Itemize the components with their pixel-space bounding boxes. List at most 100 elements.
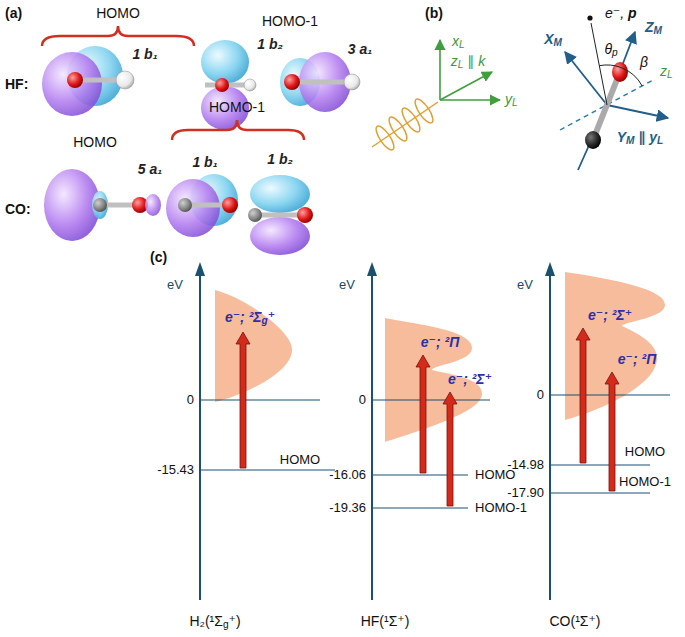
lab-axis-label-part: y	[505, 91, 512, 107]
lab-axis-label-part: z	[451, 53, 458, 69]
molecular-axis-label-part: M	[626, 135, 634, 146]
co-1b1-orbital	[166, 179, 220, 237]
target-label-part: HF(¹Σ⁺)	[361, 613, 410, 629]
orbital-group-label: HOMO-1	[262, 14, 318, 29]
h2-energy-diagram	[200, 469, 335, 470]
orbital-label-part: 1 b₁	[132, 46, 157, 62]
molecule	[612, 62, 628, 82]
state-label: e⁻; ²Π	[618, 352, 656, 367]
energy-value-part: -19.36	[329, 500, 366, 515]
co-energy-diagram	[576, 328, 590, 463]
lab-frame	[440, 99, 500, 101]
hf-energy-diagram	[372, 507, 468, 508]
laser-pulse	[372, 102, 438, 147]
hf-3a1-orbital	[292, 80, 352, 85]
angle-label-part: θ	[604, 41, 612, 57]
orbital-label: 5 a₁	[138, 162, 162, 177]
molecular-axis-label-part: X	[544, 31, 553, 47]
molecular-frame	[607, 105, 668, 118]
co-energy-diagram	[550, 464, 650, 465]
level-label-part: HOMO-1	[475, 500, 527, 515]
orbital-label: 1 b₂	[267, 152, 293, 167]
orbital-group-label-part: HOMO	[96, 5, 140, 21]
orbital-label: 3 a₁	[348, 42, 372, 57]
energy-value: 0	[359, 393, 366, 407]
hf-1b1-orbital	[116, 71, 134, 89]
h2-energy-diagram	[195, 262, 335, 600]
state-label-part: e⁻; ²Σ	[225, 309, 262, 325]
axis-unit-part: eV	[167, 277, 183, 292]
axis-unit: eV	[167, 278, 183, 292]
hf-1b2-orbital	[244, 79, 256, 91]
state-label: e⁻; ²Σ⁺	[588, 308, 632, 323]
photoelectron	[587, 15, 607, 105]
co-5a1-orbital	[44, 169, 100, 241]
energy-value-part: 0	[359, 392, 366, 407]
electron-label: e⁻, p	[605, 6, 637, 21]
molecular-axis-label: XM	[544, 32, 562, 49]
co-energy-diagram	[545, 262, 670, 600]
target-label: CO(¹Σ⁺)	[549, 614, 600, 629]
molecule-label: HF:	[5, 77, 28, 92]
axis-unit-part: eV	[339, 277, 355, 292]
co-1b1-orbital	[166, 174, 238, 237]
lab-frame	[440, 72, 492, 100]
level-label: HOMO-1	[475, 501, 527, 515]
state-label-part: e⁻; ²Σ⁺	[588, 307, 632, 323]
hf-energy-diagram	[443, 392, 457, 506]
lab-axis-label-part: L	[512, 97, 518, 108]
target-label: H₂(¹Σg⁺)	[189, 614, 240, 631]
h2-energy-diagram	[236, 332, 250, 468]
panel-label-part: (a)	[5, 5, 22, 21]
target-label-part: H₂(¹Σ	[189, 613, 223, 629]
molecular-axis-label: ZM	[645, 20, 662, 37]
hf-3a1-orbital	[284, 74, 300, 90]
lab-axis-label-part: ∥ k	[463, 53, 485, 69]
target-label-part: CO(¹Σ⁺)	[549, 613, 600, 629]
electron-label-part: e⁻,	[605, 5, 628, 21]
molecular-axis-label-part: Z	[645, 19, 654, 35]
co-1b2-orbital	[250, 175, 310, 213]
energy-value: 0	[537, 388, 544, 402]
angle-arcs	[599, 65, 621, 68]
molecule	[585, 62, 628, 149]
energy-value: -17.90	[507, 486, 544, 500]
state-label: e⁻; ²Σg⁺	[225, 310, 275, 327]
co-5a1-orbital	[145, 194, 161, 216]
lab-axis-label-part: L	[458, 59, 464, 70]
energy-value-part: -16.06	[329, 467, 366, 482]
lab-axis-label-part: x	[452, 33, 459, 49]
target-label-part: ⁺)	[229, 613, 241, 629]
level-label: HOMO	[280, 453, 320, 467]
lab-axis-label: xL	[452, 34, 465, 51]
molecular-frame	[565, 32, 668, 170]
axis-unit: eV	[517, 278, 533, 292]
angle-arcs	[621, 68, 642, 86]
homo-bracket	[42, 26, 194, 46]
hf-1b2-orbital	[215, 78, 229, 92]
h2-energy-diagram	[195, 262, 205, 276]
orbital-label-part: 1 b₂	[267, 151, 293, 167]
panel-label: (b)	[425, 6, 443, 21]
hf-1b2-orbital	[201, 40, 256, 130]
energy-value-part: 0	[187, 392, 194, 407]
level-label: HOMO-1	[619, 475, 671, 489]
co-1b2-orbital	[250, 217, 310, 255]
axis-unit: eV	[339, 278, 355, 292]
lab-axis-label-part: L	[667, 69, 673, 80]
co-energy-diagram	[545, 262, 555, 276]
hf-1b1-orbital	[67, 72, 83, 88]
photoelectron	[587, 15, 592, 20]
level-label-part: HOMO-1	[619, 474, 671, 489]
angle-arcs	[599, 65, 642, 86]
orbital-label: 1 b₁	[192, 155, 217, 170]
energy-value: -19.36	[329, 501, 366, 515]
molecule-label-part: HF:	[5, 76, 28, 92]
orbital-label: 1 b₁	[132, 47, 157, 62]
hf-energy-diagram	[372, 474, 468, 475]
angle-label-part: p	[612, 47, 618, 58]
lab-frame	[439, 40, 441, 100]
hf-energy-diagram	[416, 355, 430, 473]
lab-axis-label: yL	[505, 92, 518, 109]
orbital-label-part: 5 a₁	[138, 161, 162, 177]
